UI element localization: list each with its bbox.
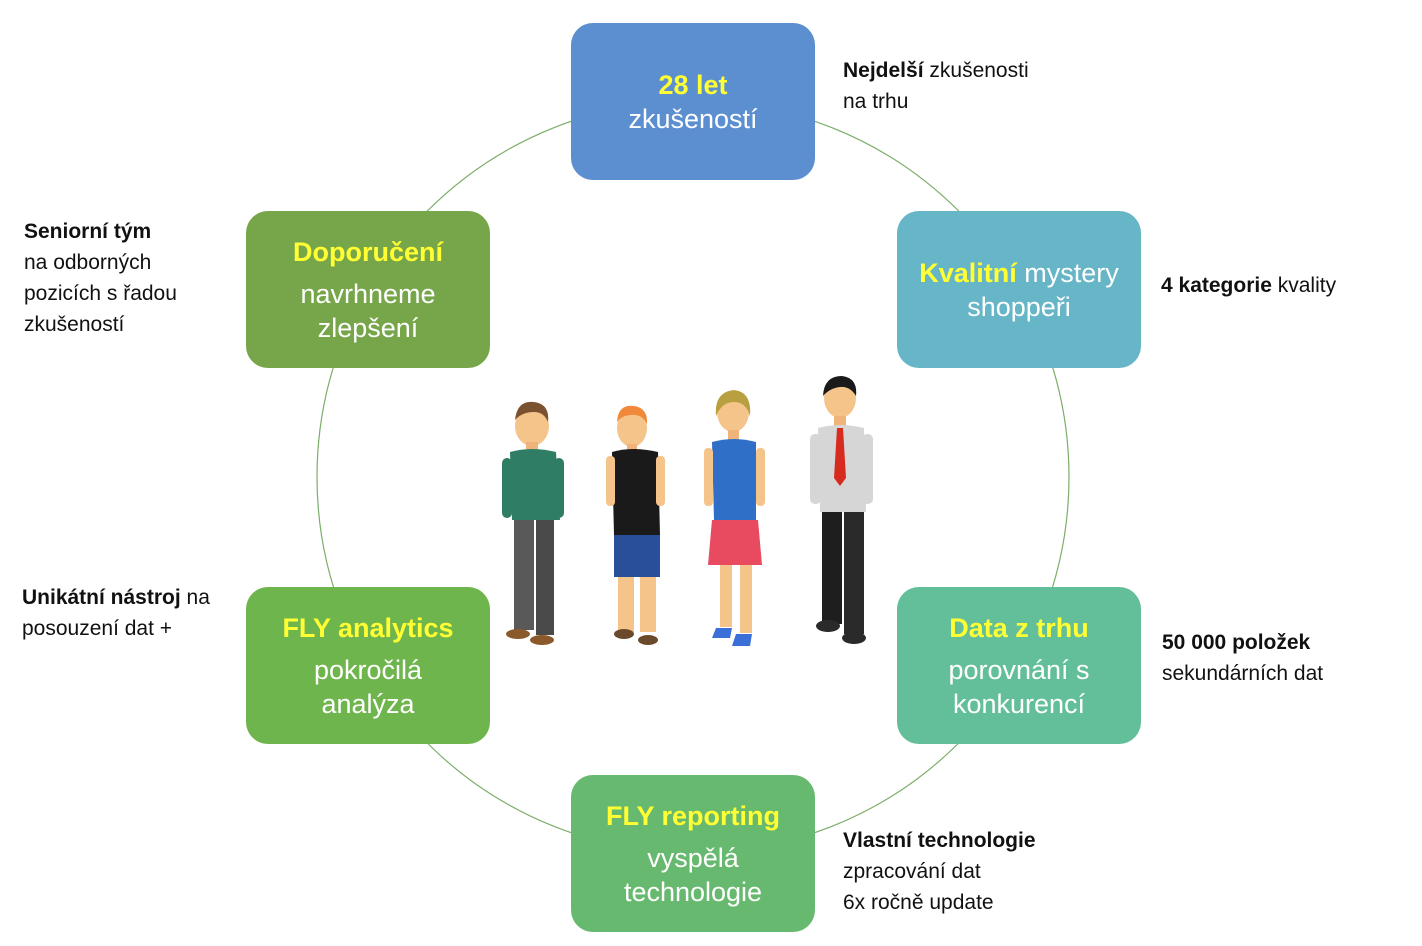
experience-note-bold: Nejdelší xyxy=(843,59,924,82)
shoppers-box: Kvalitní mystery shoppeři xyxy=(897,211,1141,368)
recommend-note-line3: pozicích s řadou xyxy=(24,282,177,305)
shoppers-note: 4 kategorie kvality xyxy=(1161,270,1336,301)
team-of-four-people-icon xyxy=(502,376,873,646)
market-note-bold: 50 000 položek xyxy=(1162,631,1311,654)
analytics-highlight: FLY analytics xyxy=(282,612,454,643)
shoppers-highlight: Kvalitní xyxy=(919,257,1017,288)
analytics-box: FLY analytics pokročilá analýza xyxy=(246,587,490,744)
analytics-note-line2: posouzení dat + xyxy=(22,617,173,640)
market-note: 50 000 položek sekundárních dat xyxy=(1162,627,1323,689)
person-black-shirt-icon xyxy=(606,405,665,645)
recommend-note: Seniorní tým na odborných pozicích s řad… xyxy=(24,216,177,340)
recommend-note-line4: zkušeností xyxy=(24,313,125,336)
experience-highlight: 28 let xyxy=(658,69,728,100)
analytics-note: Unikátní nástroj na posouzení dat + xyxy=(22,582,210,644)
reporting-box: FLY reporting vyspělá technologie xyxy=(571,775,815,932)
market-highlight: Data z trhu xyxy=(949,612,1089,643)
recommend-text: navrhneme zlepšení xyxy=(300,278,436,343)
recommend-highlight: Doporučení xyxy=(292,236,443,267)
recommend-note-line2: na odborných xyxy=(24,251,152,274)
reporting-text: vyspělá technologie xyxy=(623,842,763,907)
person-woman-icon xyxy=(704,390,765,646)
analytics-note-rest: na xyxy=(186,586,210,609)
market-text: porovnání s konkurencí xyxy=(948,654,1090,719)
reporting-highlight: FLY reporting xyxy=(605,800,781,831)
experience-text: zkušeností xyxy=(628,103,758,134)
experience-box: 28 let zkušeností xyxy=(571,23,815,180)
reporting-note-bold: Vlastní technologie xyxy=(843,829,1036,852)
reporting-note: Vlastní technologie zpracování dat 6x ro… xyxy=(843,825,1036,918)
market-data-box: Data z trhu porovnání s konkurencí xyxy=(897,587,1141,744)
shoppers-note-rest: kvality xyxy=(1277,274,1337,297)
experience-note: Nejdelší zkušenosti na trhu xyxy=(843,55,1029,117)
recommendation-box: Doporučení navrhneme zlepšení xyxy=(246,211,490,368)
reporting-note-line3: 6x ročně update xyxy=(843,891,994,914)
analytics-text: pokročilá analýza xyxy=(313,654,423,719)
shoppers-note-bold: 4 kategorie xyxy=(1161,274,1272,297)
person-green-shirt-icon xyxy=(502,401,564,645)
market-note-line2: sekundárních dat xyxy=(1162,662,1324,685)
recommend-note-bold: Seniorní tým xyxy=(24,220,152,243)
experience-note-rest: zkušenosti xyxy=(929,59,1029,82)
analytics-note-bold: Unikátní nástroj xyxy=(22,586,181,609)
experience-note-line2: na trhu xyxy=(843,90,909,113)
person-businessman-icon xyxy=(810,376,873,644)
reporting-note-line2: zpracování dat xyxy=(843,860,981,883)
shoppers-text: mystery shoppeři xyxy=(967,257,1119,322)
